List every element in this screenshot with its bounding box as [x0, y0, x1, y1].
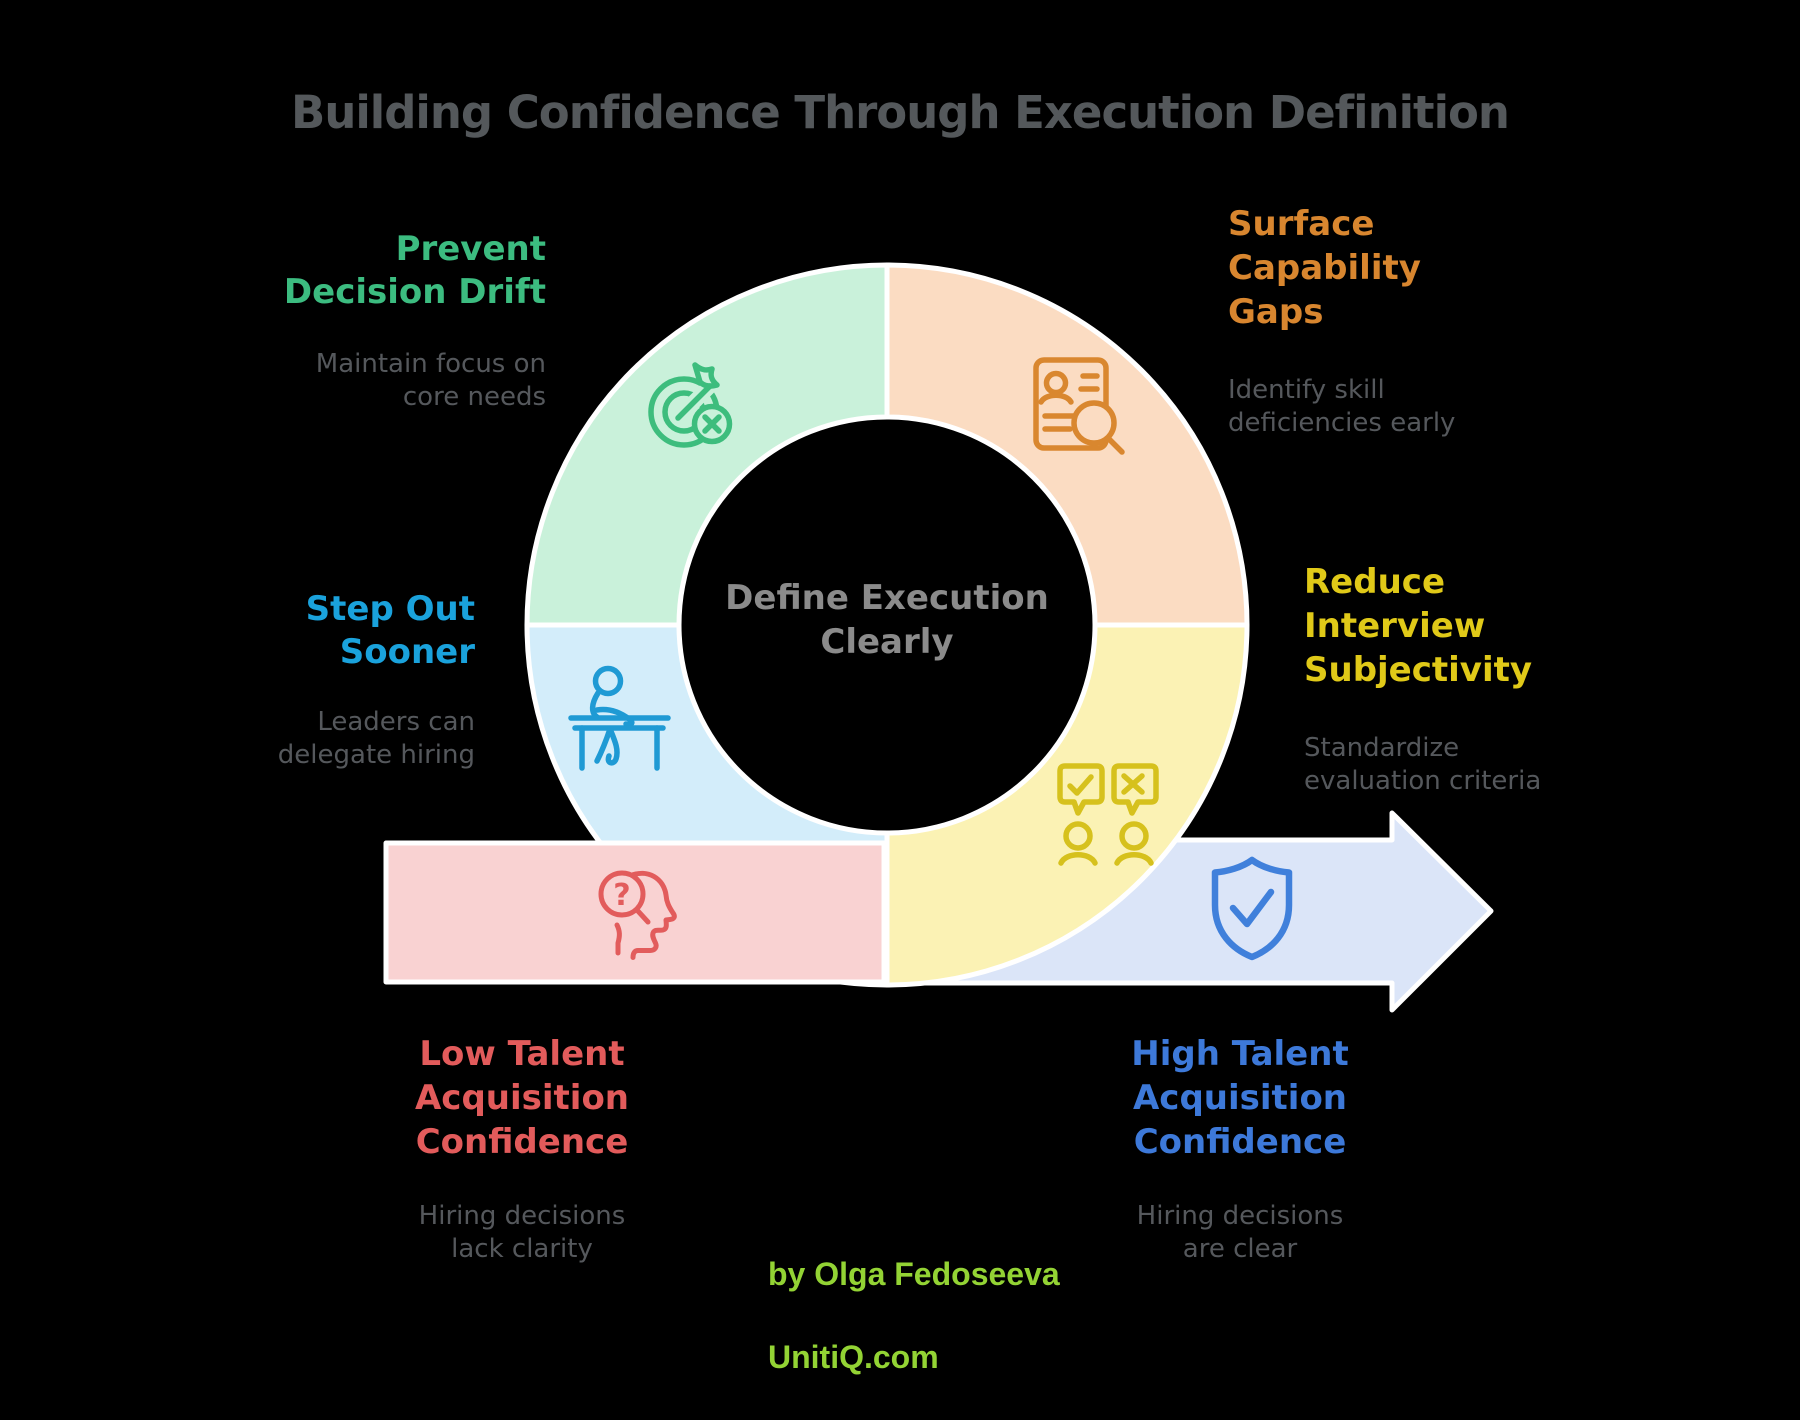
- magnifier-handle: [1105, 435, 1125, 455]
- neck-line: [614, 922, 622, 956]
- chat-check-x-people-icon: [1057, 763, 1159, 866]
- section-subtext-prevent-decision-drift: Maintain focus on core needs: [315, 349, 546, 412]
- section-subtext-low-talent-acquisition-confidence: Hiring decisions lack clarity: [418, 1201, 626, 1264]
- dart-fletching: [692, 362, 720, 389]
- target-dart-icon: [648, 362, 733, 448]
- head-question-icon: ?: [598, 870, 677, 960]
- loop-quadrant-orange: [884, 262, 1250, 628]
- attribution-author: by Olga Fedoseeva: [768, 1255, 1060, 1292]
- head-profile: [627, 870, 677, 960]
- center-label: Define Execution Clearly: [725, 578, 1049, 663]
- section-heading-reduce-interview-subjectivity: Reduce Interview Subjectivity: [1304, 562, 1533, 691]
- question-handle: [634, 907, 651, 925]
- attribution: by Olga Fedoseeva UnitiQ.com: [768, 1212, 1060, 1420]
- section-subtext-step-out-sooner: Leaders can delegate hiring: [277, 707, 475, 770]
- question-lens: [598, 870, 646, 918]
- section-heading-surface-capability-gaps: Surface Capability Gaps: [1228, 204, 1421, 333]
- section-subtext-surface-capability-gaps: Identify skill deficiencies early: [1228, 375, 1456, 438]
- page-title: Building Confidence Through Execution De…: [291, 86, 1510, 139]
- section-subtext-high-talent-acquisition-confidence: Hiring decisions are clear: [1136, 1201, 1344, 1264]
- section-heading-step-out-sooner: Step Out Sooner: [305, 589, 475, 672]
- loop-quadrant-green: [524, 262, 890, 628]
- desk-person-icon: [568, 665, 671, 771]
- section-heading-prevent-decision-drift: Prevent Decision Drift: [283, 229, 546, 312]
- magnifier-lens: [1071, 400, 1117, 446]
- question-glyph: ?: [613, 878, 630, 913]
- section-subtext-reduce-interview-subjectivity: Standardize evaluation criteria: [1304, 733, 1542, 796]
- bubble-check: [1057, 763, 1105, 816]
- attribution-site: UnitiQ.com: [768, 1338, 939, 1375]
- section-heading-high-talent-acquisition-confidence: High Talent Acquisition Confidence: [1131, 1034, 1349, 1163]
- loop-quadrant-yellow: [884, 622, 1250, 988]
- resume-search-icon: [1033, 357, 1125, 455]
- section-heading-low-talent-acquisition-confidence: Low Talent Acquisition Confidence: [414, 1034, 630, 1163]
- dart-shaft: [675, 383, 713, 421]
- shield-check-icon: [1211, 856, 1293, 961]
- bubble-x: [1111, 763, 1159, 816]
